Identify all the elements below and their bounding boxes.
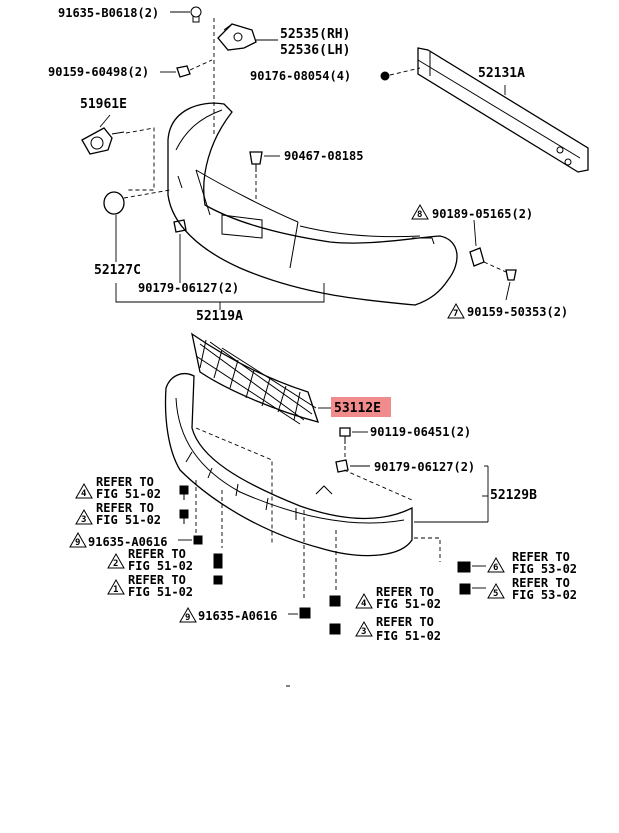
bolt-icon-9 [457,561,471,573]
label-90179-06127-mid: 90179-06127(2) [374,460,475,474]
triangle-7: 7 [447,302,465,319]
triangle-3b: 3 [355,620,373,637]
triangle-6: 6 [487,556,505,573]
label-90119-06451: 90119-06451(2) [370,425,471,439]
retainer-90189-05165-icon [469,247,485,267]
fig-51-02-2: FIG 51-02 [128,559,193,573]
label-52131a: 52131A [478,66,525,81]
svg-text:9: 9 [75,538,80,548]
bolt-icon-5 [213,575,223,585]
bumper-bracket-icon [217,23,257,51]
svg-text:3: 3 [361,627,366,637]
clip-90159-60498-icon [176,65,191,78]
svg-text:4: 4 [361,599,367,609]
label-52127c: 52127C [94,263,141,278]
bolt-90119-06451-icon [339,427,351,444]
label-52129b: 52129B [490,488,537,503]
refer-to-4b: REFER TO [376,585,434,599]
refer-to-3b: REFER TO [376,615,434,629]
triangle-5: 5 [487,582,505,599]
clip-90467-08185-icon [249,151,263,172]
svg-text:5: 5 [493,589,498,599]
triangle-4a: 4 [75,482,93,499]
triangle-8: 8 [411,203,429,220]
fig-53-02-5: FIG 53-02 [512,588,577,602]
refer-to-1: REFER TO [128,573,186,587]
fig-51-02-1: FIG 51-02 [128,585,193,599]
clip-90159-50353-icon [505,269,517,281]
svg-text:3: 3 [81,515,86,525]
bolt-icon-2 [179,509,189,524]
bolt-icon-4 [213,553,223,569]
grille-53112e [191,332,319,425]
label-52536: 52536(LH) [280,43,350,58]
label-90159-60498: 90159-60498(2) [48,65,149,79]
label-52535: 52535(RH) [280,27,350,42]
svg-text:8: 8 [417,210,422,220]
bolt-icon-6 [299,607,311,619]
bumper-cover-52119a [167,102,458,306]
triangle-2: 2 [107,552,125,569]
triangle-9a: 9 [69,531,87,548]
fig-51-02-4b: FIG 51-02 [376,597,441,611]
triangle-1: 1 [107,578,125,595]
bolt-91635-b0618-icon [190,6,202,23]
triangle-9b: 9 [179,606,197,623]
svg-text:7: 7 [453,309,458,319]
nut-90176-08054-icon [380,71,390,81]
label-51961e: 51961E [80,97,127,112]
bolt-icon-10 [459,583,471,595]
fig-51-02-3a: FIG 51-02 [96,513,161,527]
svg-text:1: 1 [113,585,118,595]
refer-to-6: REFER TO [512,550,570,564]
triangle-4b: 4 [355,592,373,609]
svg-text:2: 2 [113,559,118,569]
nut-90179-06127-icon [173,219,187,233]
label-90176-08054: 90176-08054(4) [250,69,351,83]
label-91635-a0616-a: 91635-A0616 [88,535,167,549]
bolt-icon-3 [193,535,203,545]
bolt-icon-7 [329,595,341,607]
label-91635-a0616-b: 91635-A0616 [198,609,277,623]
refer-to-5: REFER TO [512,576,570,590]
refer-to-3a: REFER TO [96,501,154,515]
fig-51-02-4a: FIG 51-02 [96,487,161,501]
refer-to-2: REFER TO [128,547,186,561]
svg-text:9: 9 [185,613,190,623]
nut-90179-06127-mid-icon [335,459,349,473]
label-53112e: 53112E [334,401,381,416]
bumper-reinforcement-52131a [417,47,589,173]
label-90189-05165: 90189-05165(2) [432,207,533,221]
retainer-51961e-icon [81,127,125,155]
triangle-3a: 3 [75,508,93,525]
label-90467-08185: 90467-08185 [284,149,363,163]
highlight-53112e [331,397,391,417]
label-90159-50353: 90159-50353(2) [467,305,568,319]
svg-text:6: 6 [493,563,498,573]
label-91635-b0618: 91635-B0618(2) [58,6,159,20]
bolt-icon-1 [179,485,189,500]
lower-spoiler-52129b [164,373,413,557]
cover-52127c-icon [103,191,125,215]
refer-to-4a: REFER TO [96,475,154,489]
label-52119a: 52119A [196,309,243,324]
svg-text:4: 4 [81,489,87,499]
fig-51-02-3b: FIG 51-02 [376,629,441,643]
label-90179-06127-top: 90179-06127(2) [138,281,239,295]
bolt-icon-8 [329,623,341,635]
fig-53-02-6: FIG 53-02 [512,562,577,576]
